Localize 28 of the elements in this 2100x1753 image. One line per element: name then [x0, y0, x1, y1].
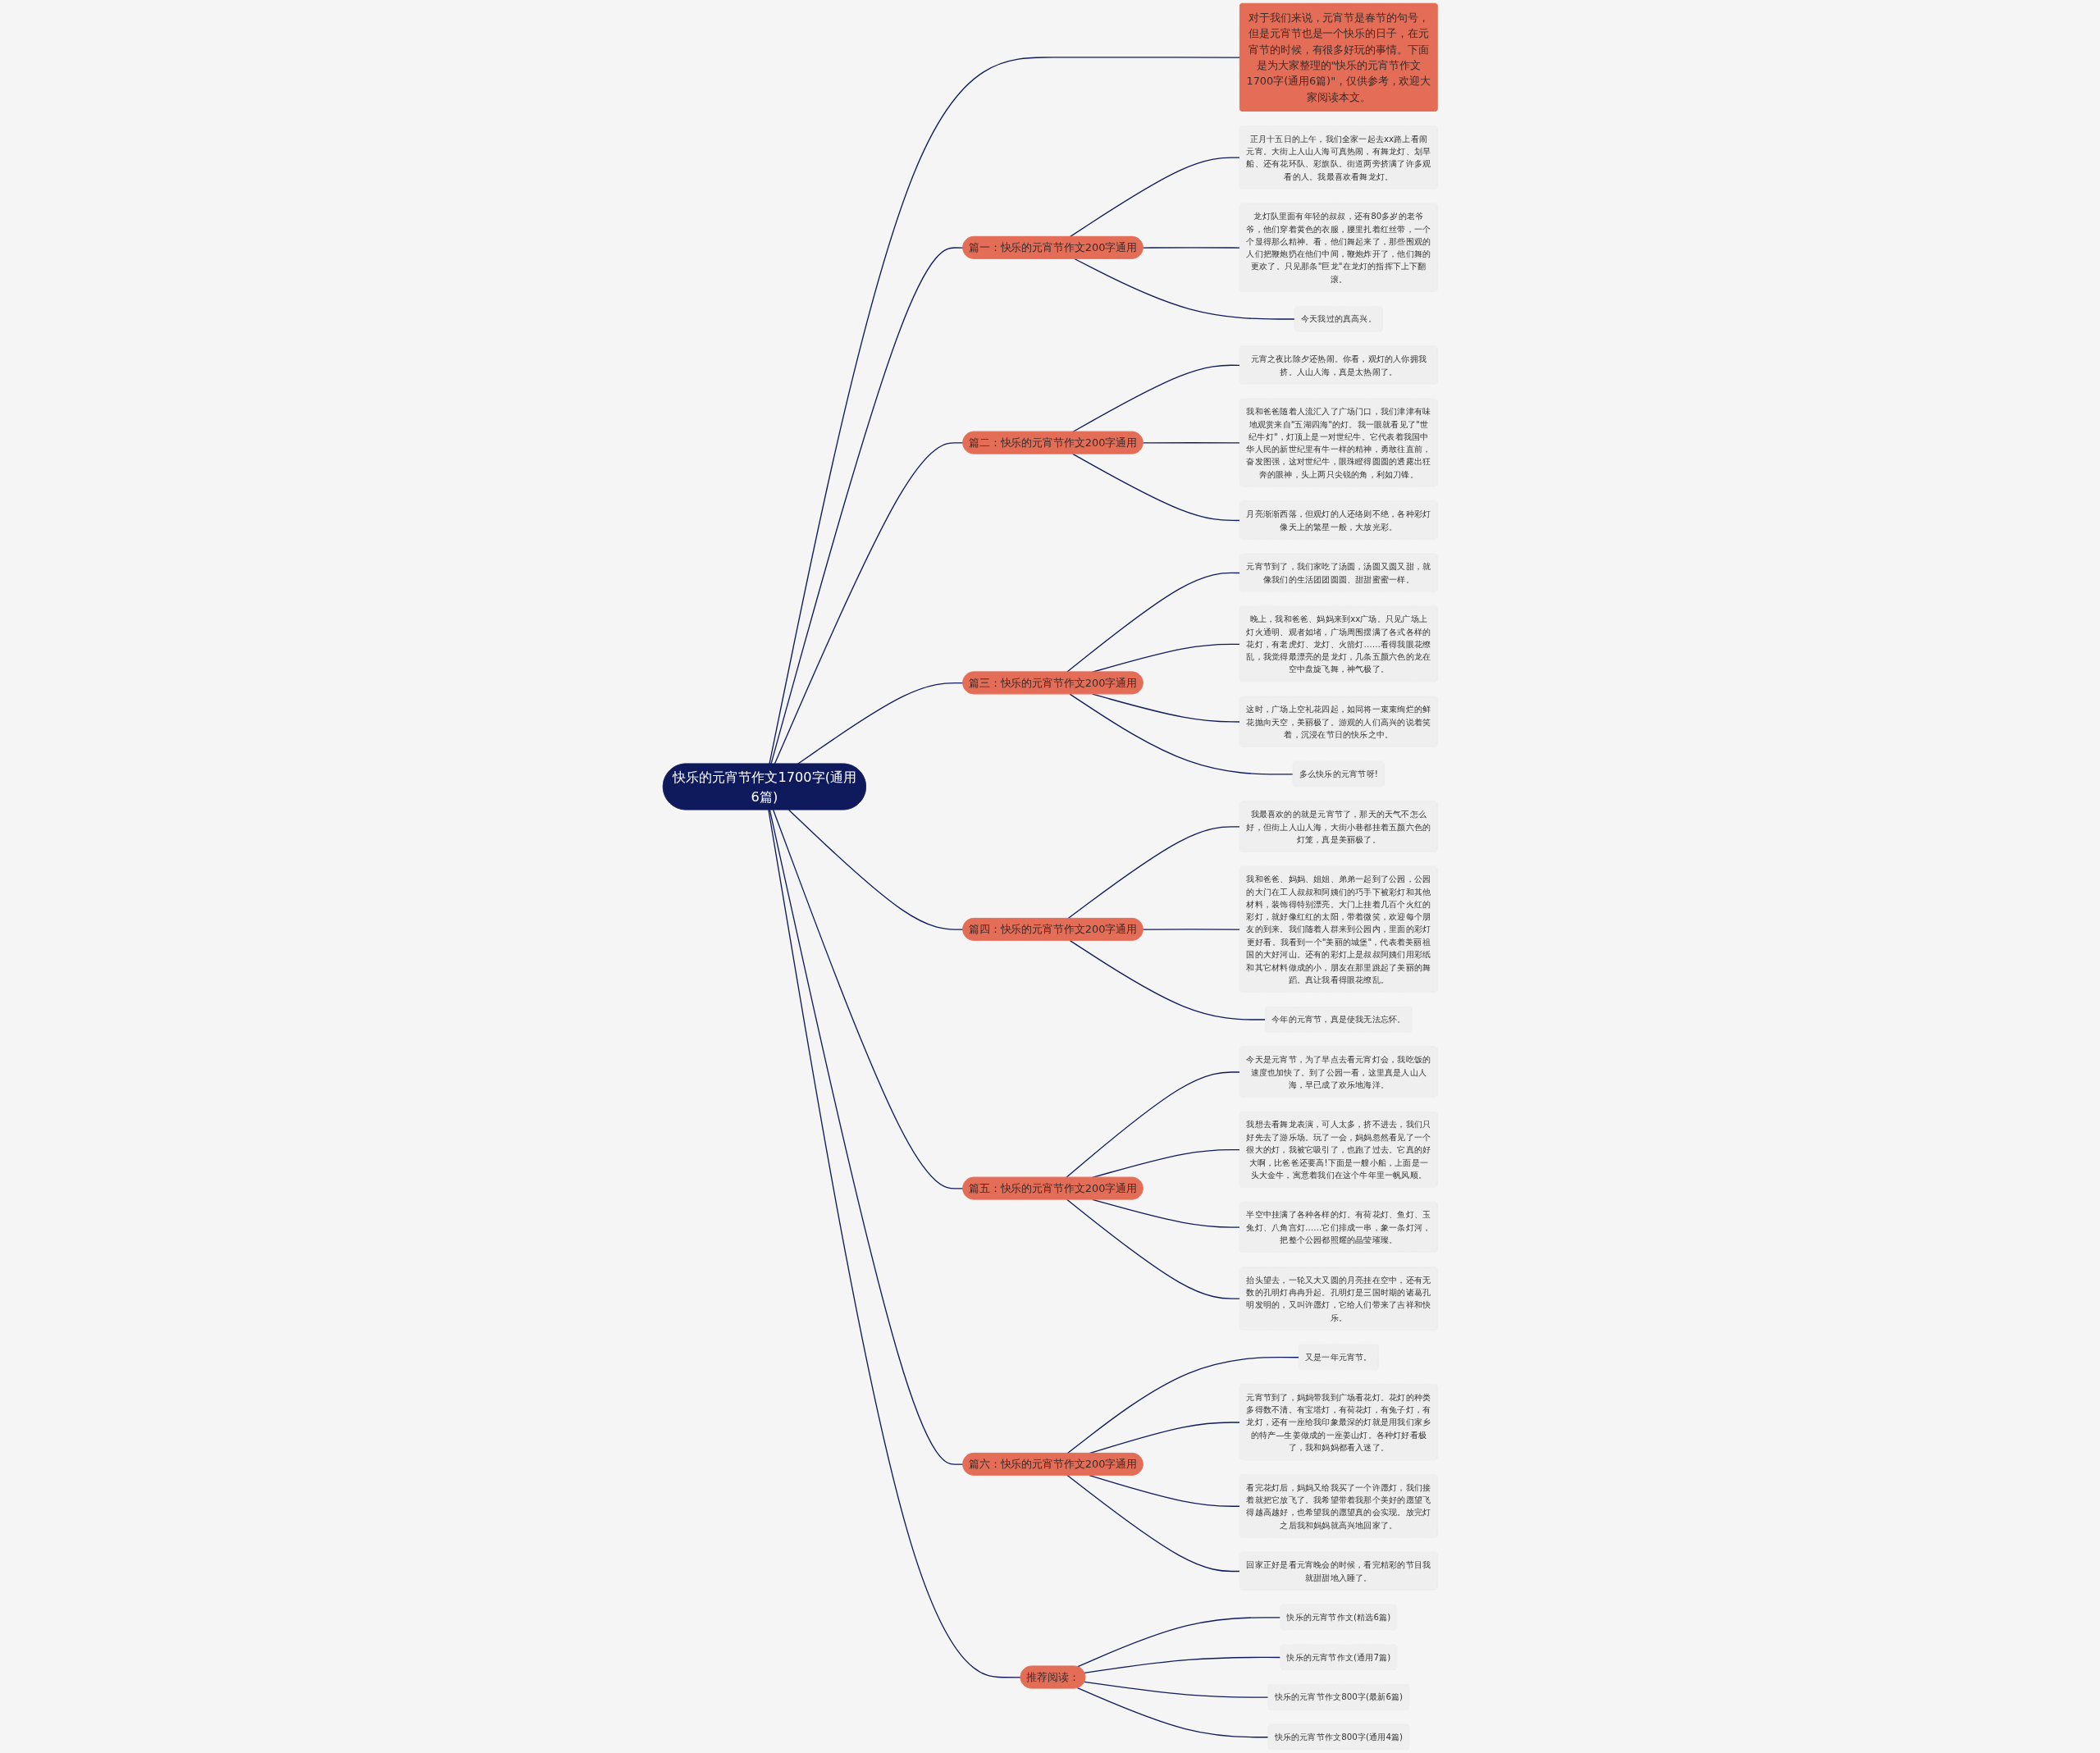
connector [1066, 1474, 1241, 1573]
connector [770, 247, 964, 765]
connector [1089, 1474, 1241, 1507]
connector [769, 809, 964, 1465]
connector [1073, 258, 1295, 320]
connector [774, 442, 964, 765]
connector [1069, 939, 1267, 1020]
connector [788, 809, 964, 930]
connector [1071, 453, 1241, 522]
connector [1142, 442, 1241, 444]
connector [1076, 1687, 1269, 1738]
connector [1069, 157, 1241, 238]
connector [1084, 1656, 1281, 1673]
connector [797, 682, 964, 765]
connector [772, 809, 964, 1189]
connector [1076, 1617, 1281, 1668]
connector [1142, 247, 1241, 249]
connector [1071, 364, 1241, 433]
connector [1066, 826, 1241, 920]
connector [1142, 929, 1241, 930]
connector [1065, 1071, 1241, 1179]
connector [1066, 1198, 1241, 1299]
connector [1069, 693, 1294, 775]
connector [1066, 572, 1241, 673]
connector [769, 57, 1241, 765]
connector [1066, 1357, 1300, 1454]
connector [1084, 1681, 1269, 1698]
connector [767, 809, 1021, 1678]
